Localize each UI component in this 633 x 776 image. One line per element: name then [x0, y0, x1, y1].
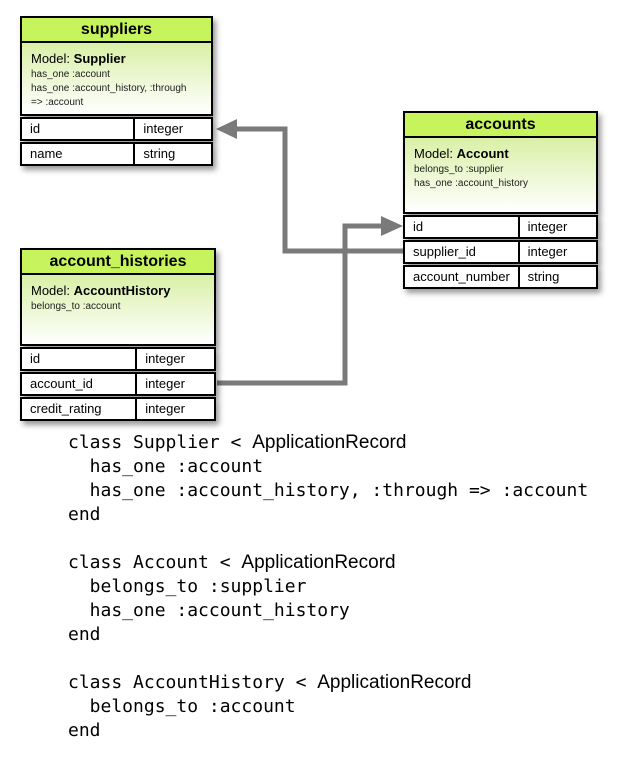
code-line: belongs_to :account: [68, 696, 296, 717]
column-name: id: [22, 349, 138, 369]
arrow-accounts-to-suppliers: [216, 119, 403, 254]
table-row: id integer: [20, 347, 216, 371]
code-line: has_one :account: [68, 456, 264, 477]
model-line: Model: Supplier: [31, 51, 126, 66]
table-account-histories-box: account_histories Model: AccountHistory …: [20, 248, 216, 346]
code-line: class Account < ApplicationRecord: [68, 552, 396, 573]
column-name: id: [405, 217, 520, 237]
table-account-histories: account_histories Model: AccountHistory …: [20, 248, 216, 421]
code-block-account: class Account < ApplicationRecord belong…: [68, 551, 396, 647]
table-suppliers: suppliers Model: Supplier has_one :accou…: [20, 16, 213, 166]
application-record-text: ApplicationRecord: [241, 552, 396, 573]
table-title: suppliers: [22, 18, 211, 43]
association-line: has_one :account_history: [414, 178, 528, 189]
column-type: integer: [527, 219, 568, 234]
table-row: id integer: [403, 215, 598, 239]
association-line: belongs_to :account: [31, 301, 121, 312]
arrow-histories-to-accounts: [217, 216, 403, 386]
column-name: account_number: [405, 267, 520, 287]
model-section: Model: AccountHistory belongs_to :accoun…: [22, 275, 214, 344]
table-row: account_number string: [403, 265, 598, 289]
column-name: credit_rating: [22, 399, 138, 419]
column-name: name: [22, 144, 136, 164]
column-name: account_id: [22, 374, 138, 394]
code-line: end: [68, 720, 101, 741]
model-line: Model: AccountHistory: [31, 283, 171, 298]
association-line: has_one :account: [31, 69, 110, 80]
column-type: string: [527, 269, 560, 284]
code-block-supplier: class Supplier < ApplicationRecord has_o…: [68, 431, 588, 527]
code-line: end: [68, 504, 101, 525]
code-line: has_one :account_history: [68, 600, 350, 621]
column-type: integer: [145, 351, 185, 366]
column-type: integer: [527, 244, 568, 259]
table-row: account_id integer: [20, 372, 216, 396]
code-line: end: [68, 624, 101, 645]
model-section: Model: Supplier has_one :account has_one…: [22, 43, 211, 114]
application-record-text: ApplicationRecord: [317, 672, 472, 693]
table-accounts-box: accounts Model: Account belongs_to :supp…: [403, 111, 598, 214]
association-line: belongs_to :supplier: [414, 164, 504, 175]
code-line: class Supplier < ApplicationRecord: [68, 432, 407, 453]
association-line: has_one :account_history, :through: [31, 83, 187, 94]
model-name: AccountHistory: [73, 283, 171, 298]
code-line: belongs_to :supplier: [68, 576, 307, 597]
model-line: Model: Account: [414, 146, 509, 161]
column-name: supplier_id: [405, 242, 520, 262]
table-row: name string: [20, 142, 213, 166]
table-title: accounts: [405, 113, 596, 138]
table-accounts: accounts Model: Account belongs_to :supp…: [403, 111, 598, 289]
code-line: has_one :account_history, :through => :a…: [68, 480, 589, 501]
model-name: Supplier: [73, 51, 126, 66]
code-block-account-history: class AccountHistory < ApplicationRecord…: [68, 671, 471, 743]
code-line: class AccountHistory < ApplicationRecord: [68, 672, 472, 693]
application-record-text: ApplicationRecord: [252, 432, 407, 453]
table-row: credit_rating integer: [20, 397, 216, 421]
table-row: supplier_id integer: [403, 240, 598, 264]
column-type: integer: [143, 121, 184, 136]
model-name: Account: [456, 146, 509, 161]
column-name: id: [22, 119, 136, 139]
association-line: => :account: [31, 97, 84, 108]
column-type: integer: [145, 376, 185, 391]
table-title: account_histories: [22, 250, 214, 275]
column-type: integer: [145, 401, 185, 416]
table-suppliers-box: suppliers Model: Supplier has_one :accou…: [20, 16, 213, 116]
table-row: id integer: [20, 117, 213, 141]
column-type: string: [143, 146, 176, 161]
model-section: Model: Account belongs_to :supplier has_…: [405, 138, 596, 212]
